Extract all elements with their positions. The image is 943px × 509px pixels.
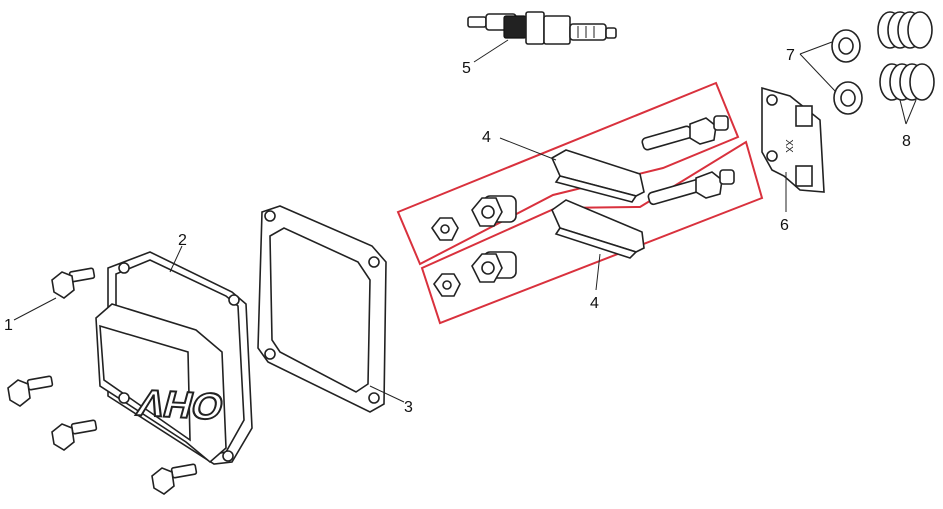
rocker-stud-lower [647, 169, 735, 206]
pivot-ball-lower [471, 251, 517, 283]
pivot-ball-upper [471, 195, 517, 227]
callout-bolts: 1 [4, 317, 13, 334]
rocker-arm-upper [550, 149, 645, 203]
spark-plug [467, 11, 617, 45]
callout-rocker-lower: 4 [590, 295, 599, 312]
rocker-arm-lower [551, 199, 645, 259]
callout-spring: 8 [902, 133, 911, 150]
callout-rocker-upper: 4 [482, 129, 491, 146]
bolt-2 [7, 375, 54, 407]
gasket [257, 205, 387, 413]
rocker-stud-upper [641, 115, 729, 151]
retainer-1 [831, 29, 861, 63]
cover-emboss-text: OHV [133, 381, 228, 426]
callout-guide-plate: 6 [780, 217, 789, 234]
plate-marking: XX [783, 139, 794, 153]
bolt-1 [51, 267, 96, 299]
nut-upper [431, 217, 459, 241]
callout-valve-cover: 2 [178, 232, 187, 249]
guide-plate: XX [761, 86, 825, 193]
valve-cover: OHV [95, 251, 253, 465]
bolt-3 [51, 419, 98, 451]
highlight-frame-upper [396, 81, 740, 266]
nut-lower [433, 273, 461, 297]
valve-spring-2 [879, 63, 935, 101]
bolt-4 [151, 463, 198, 495]
callout-retainer: 7 [786, 47, 795, 64]
retainer-2 [833, 81, 863, 115]
valve-spring-1 [877, 11, 933, 49]
callout-spark-plug: 5 [462, 60, 471, 77]
callout-gasket: 3 [404, 399, 413, 416]
